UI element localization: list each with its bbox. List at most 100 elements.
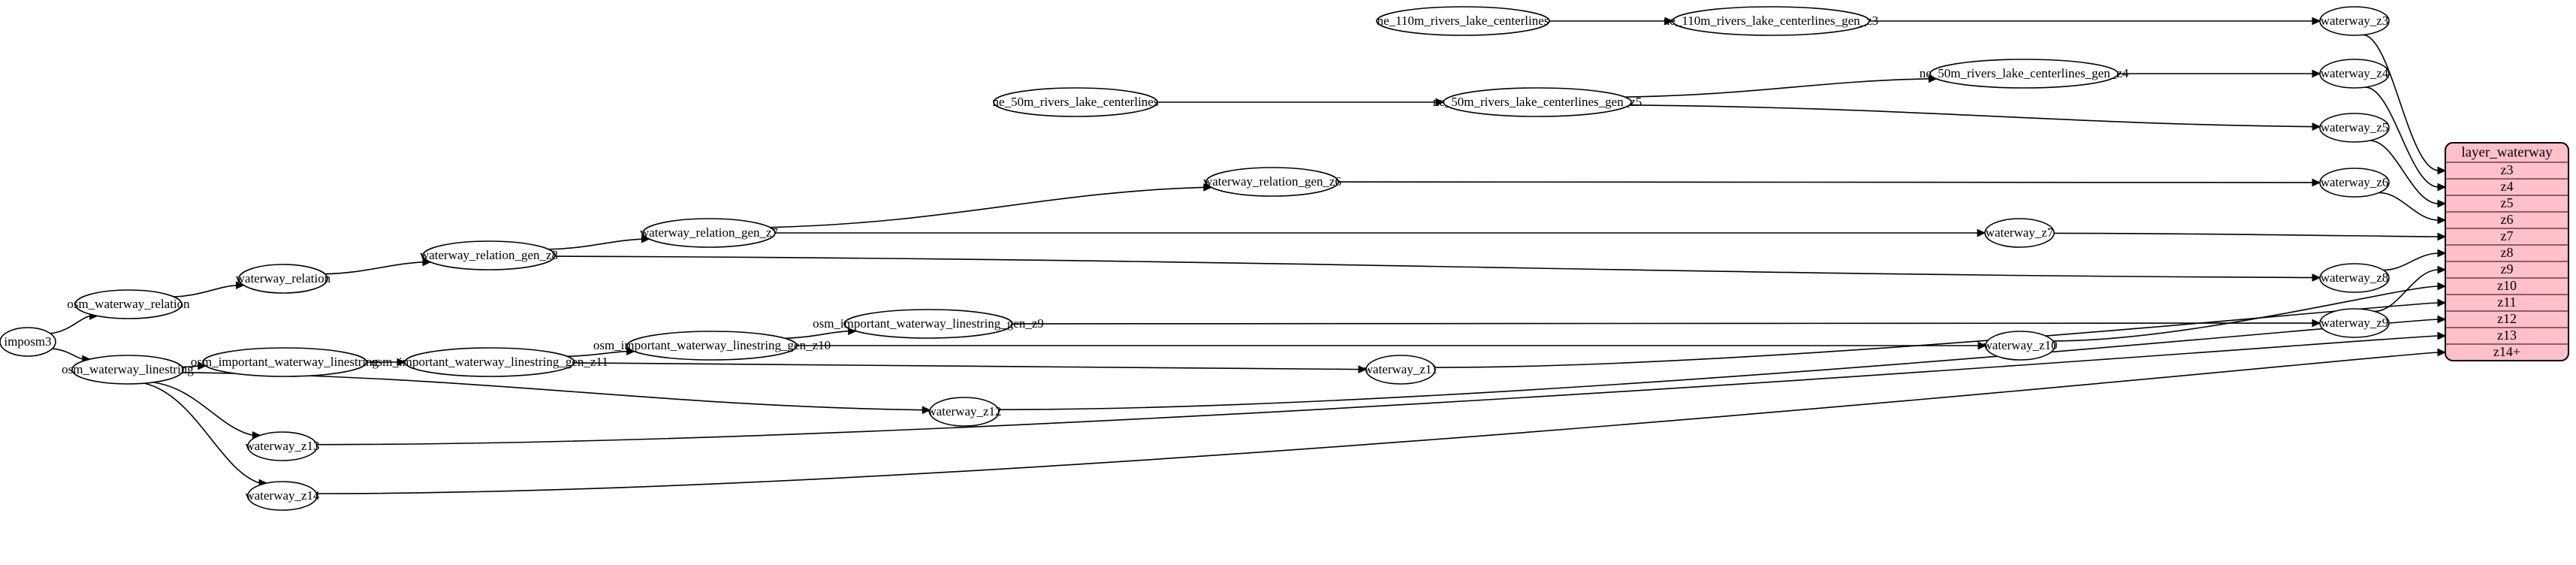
nodes-layer: imposm3 osm_waterway_relation osm_waterway…	[0, 6, 2390, 511]
node-shape	[238, 264, 328, 294]
node-ne_110m_rivers_lake_centerlines[interactable]: ne_110m_rivers_lake_centerlines	[1376, 6, 1550, 36]
node-label: waterway_relation	[236, 271, 331, 286]
node-waterway_z3[interactable]: waterway_z3	[2319, 6, 2390, 36]
node-shape	[2319, 113, 2390, 143]
node-label: waterway_z14	[245, 488, 320, 503]
arrow-head-icon	[198, 361, 207, 370]
arrow-head-icon	[397, 358, 406, 367]
table-row-z9[interactable]: z9	[2501, 261, 2514, 276]
node-shape	[929, 397, 1000, 427]
node-shape	[1984, 218, 2055, 248]
node-waterway_z12[interactable]: waterway_z12	[927, 397, 1002, 427]
node-shape	[1205, 167, 1339, 197]
edge-ne_50m_rivers_lake_centerlines_gen_z5-to-ne_50m_rivers_lake_centerlines_gen_z4	[1624, 78, 1930, 98]
node-label: waterway_relation_gen_z6	[1203, 174, 1341, 189]
node-label: osm_important_waterway_linestring_gen_z1…	[371, 355, 608, 369]
edge-osm_important_waterway_linestring_gen_z10-to-osm_important_waterway_linestring_gen_z9	[784, 330, 849, 340]
node-label: waterway_z12	[927, 404, 1001, 418]
node-waterway_z4[interactable]: waterway_z4	[2319, 59, 2390, 89]
node-waterway_relation[interactable]: waterway_relation	[236, 264, 331, 294]
node-waterway_z9[interactable]: waterway_z9	[2319, 308, 2390, 338]
node-waterway_z14[interactable]: waterway_z14	[245, 481, 320, 511]
node-waterway_relation_gen_z8[interactable]: waterway_relation_gen_z8	[420, 240, 558, 270]
node-shape	[2319, 308, 2390, 338]
table-row-z7[interactable]: z7	[2501, 228, 2514, 243]
node-shape	[1929, 59, 2119, 89]
edge-waterway_z11-to-layer_waterway_z11	[1434, 302, 2439, 368]
node-waterway_z7[interactable]: waterway_z7	[1984, 218, 2055, 248]
arrow-head-icon	[2312, 17, 2321, 26]
layer-waterway-table: layer_waterwayz3z4z5z6z7z8z9z10z11z12z13…	[2445, 142, 2569, 361]
node-label: osm_important_waterway_linestring	[191, 355, 379, 369]
edge-imposm3-to-osm_waterway_relation	[50, 315, 91, 334]
node-shape	[422, 240, 556, 270]
node-label: ne_50m_rivers_lake_centerlines	[993, 95, 1159, 109]
arrow-head-icon	[2437, 298, 2447, 307]
edge-waterway_relation_gen_z6-to-waterway_z6	[1338, 181, 2314, 183]
table-row-z8[interactable]: z8	[2501, 245, 2514, 260]
arrow-head-icon	[2437, 331, 2447, 340]
table-row-z13[interactable]: z13	[2497, 328, 2517, 343]
node-ne_110m_rivers_lake_centerlines_gen_z3[interactable]: ne_110m_rivers_lake_centerlines_gen_z3	[1664, 6, 1878, 36]
edge-waterway_z10-to-layer_waterway_z10	[2053, 286, 2439, 342]
node-label: osm_waterway_linestring	[62, 362, 194, 376]
node-ne_50m_rivers_lake_centerlines_gen_z5[interactable]: ne_50m_rivers_lake_centerlines_gen_z5	[1433, 87, 1642, 117]
table-row-z3[interactable]: z3	[2501, 162, 2514, 177]
node-osm_important_waterway_linestring_gen_z11[interactable]: osm_important_waterway_linestring_gen_z1…	[371, 347, 608, 377]
node-shape	[2319, 59, 2390, 89]
arrow-head-icon	[2437, 216, 2447, 225]
edge-waterway_relation_gen_z8-to-waterway_relation_gen_z7	[548, 238, 643, 250]
node-waterway_relation_gen_z7[interactable]: waterway_relation_gen_z7	[640, 218, 779, 248]
node-osm_waterway_linestring[interactable]: osm_waterway_linestring	[62, 355, 194, 385]
edge-osm_important_waterway_linestring_gen_z11-to-osm_important_waterway_linestring_gen_z10	[567, 350, 628, 358]
node-label: waterway_z13	[245, 439, 319, 453]
edge-ne_50m_rivers_lake_centerlines_gen_z5-to-waterway_z5	[1629, 104, 2314, 128]
node-osm_important_waterway_linestring_gen_z9[interactable]: osm_important_waterway_linestring_gen_z9	[813, 309, 1044, 339]
edge-waterway_relation_gen_z8-to-waterway_z8	[554, 255, 2314, 279]
table-row-z6[interactable]: z6	[2501, 212, 2514, 227]
table-row-z10[interactable]: z10	[2497, 278, 2517, 293]
table-row-z4[interactable]: z4	[2501, 179, 2514, 194]
arrow-head-icon	[2312, 319, 2321, 328]
node-ne_50m_rivers_lake_centerlines_gen_z4[interactable]: ne_50m_rivers_lake_centerlines_gen_z4	[1920, 59, 2129, 89]
table-row-z12[interactable]: z12	[2497, 311, 2517, 326]
node-shape	[0, 327, 56, 357]
node-imposm3[interactable]: imposm3	[0, 327, 56, 357]
node-shape	[247, 481, 318, 511]
node-waterway_z6[interactable]: waterway_z6	[2319, 168, 2390, 198]
node-label: ne_110m_rivers_lake_centerlines_gen_z3	[1664, 14, 1878, 28]
table-row-z14plus[interactable]: z14+	[2493, 344, 2520, 359]
node-shape	[642, 218, 776, 248]
edge-waterway_z14-to-layer_waterway_z14_	[316, 352, 2439, 494]
node-shape	[1985, 331, 2056, 361]
node-osm_waterway_relation[interactable]: osm_waterway_relation	[67, 289, 190, 319]
node-shape	[247, 431, 318, 461]
node-label: waterway_z3	[2321, 14, 2389, 28]
arrow-head-icon	[2437, 348, 2447, 357]
node-label: ne_110m_rivers_lake_centerlines	[1377, 14, 1549, 28]
arrow-head-icon	[2437, 282, 2447, 291]
node-waterway_z5[interactable]: waterway_z5	[2319, 113, 2390, 143]
node-ne_50m_rivers_lake_centerlines[interactable]: ne_50m_rivers_lake_centerlines	[993, 87, 1159, 117]
edge-waterway_relation_gen_z7-to-waterway_relation_gen_z6	[770, 186, 1205, 228]
node-waterway_z13[interactable]: waterway_z13	[245, 431, 320, 461]
node-osm_important_waterway_linestring_gen_z10[interactable]: osm_important_waterway_linestring_gen_z1…	[593, 331, 831, 361]
node-label: ne_50m_rivers_lake_centerlines_gen_z5	[1433, 95, 1642, 109]
node-waterway_z10[interactable]: waterway_z10	[1983, 331, 2058, 361]
table-row-z5[interactable]: z5	[2501, 195, 2514, 210]
node-waterway_z11[interactable]: waterway_z11	[1364, 355, 1438, 385]
edge-waterway_relation-to-waterway_relation_gen_z8	[324, 261, 424, 275]
node-shape	[202, 347, 367, 377]
node-waterway_relation_gen_z6[interactable]: waterway_relation_gen_z6	[1203, 167, 1341, 197]
table-row-z11[interactable]: z11	[2497, 295, 2516, 310]
node-shape	[1672, 6, 1870, 36]
node-waterway_z8[interactable]: waterway_z8	[2319, 263, 2390, 293]
node-label: osm_waterway_relation	[67, 297, 190, 311]
node-osm_important_waterway_linestring[interactable]: osm_important_waterway_linestring	[191, 347, 379, 377]
arrow-head-icon	[2312, 178, 2321, 187]
edge-osm_waterway_linestring-to-waterway_z13	[152, 382, 254, 437]
edge-waterway_z8-to-layer_waterway_z8	[2383, 252, 2439, 271]
arrow-head-icon	[2437, 183, 2447, 192]
node-label: ne_50m_rivers_lake_centerlines_gen_z4	[1920, 66, 2129, 80]
